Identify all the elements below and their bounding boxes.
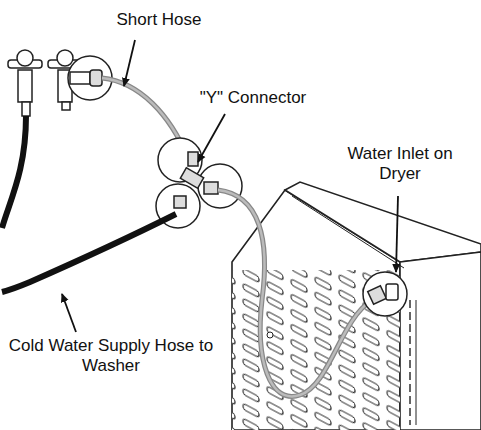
part-label: "Y" Connector	[188, 88, 318, 108]
washer-hose-top	[2, 116, 26, 228]
part-label: Cold Water Supply Hose to Washer	[6, 336, 216, 376]
dryer-hose	[218, 190, 372, 396]
dryer-inlet	[363, 272, 407, 316]
faucets	[8, 50, 112, 116]
dryer	[232, 182, 481, 430]
part-label: Water Inlet on Dryer	[330, 144, 470, 184]
washer-hose	[2, 214, 176, 292]
part-label: Short Hose	[104, 10, 214, 30]
leader-lines	[62, 40, 398, 332]
